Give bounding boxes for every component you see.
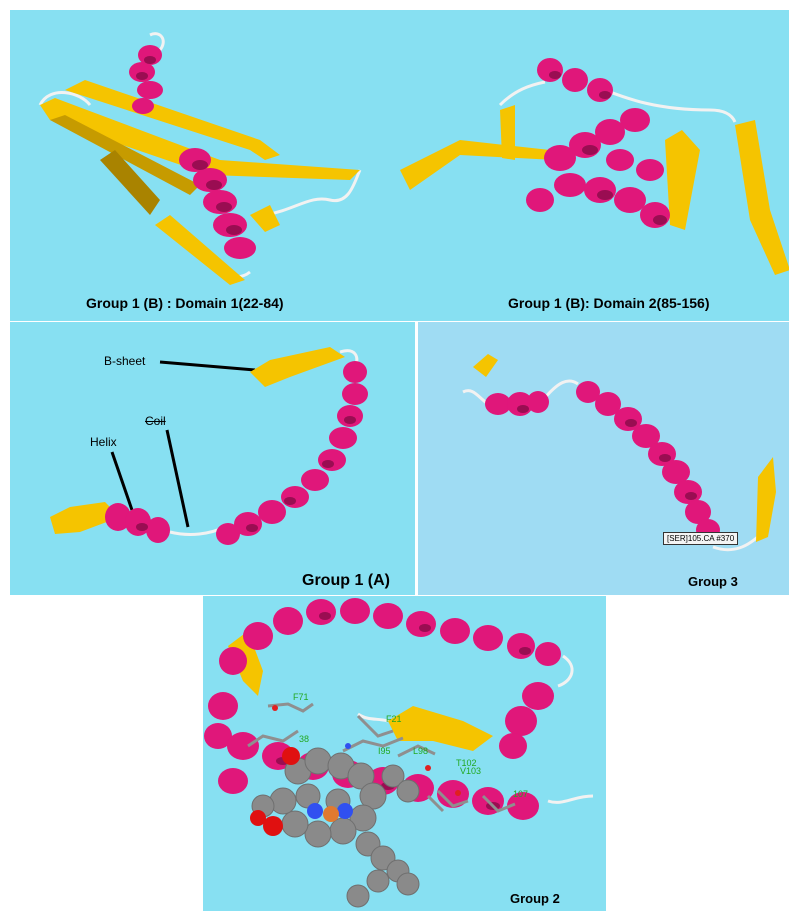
alpha-helix bbox=[485, 381, 720, 541]
group1a-structure-svg bbox=[10, 322, 415, 595]
caption-group3: Group 3 bbox=[688, 574, 738, 589]
beta-strand bbox=[388, 706, 493, 751]
residue-label: 107 bbox=[513, 789, 528, 799]
panel-group2: F71 F21 I95 L98 T102 V103 107 38 Group 2 bbox=[203, 596, 606, 911]
label-helix: Helix bbox=[90, 435, 117, 449]
beta-strand bbox=[735, 120, 789, 275]
residue-label: I95 bbox=[378, 746, 391, 756]
oxygen-atom bbox=[282, 747, 300, 765]
nitrogen-atom bbox=[345, 743, 351, 749]
label-coil: Coil bbox=[145, 414, 166, 428]
beta-strand bbox=[473, 354, 498, 377]
domain-structures-svg bbox=[10, 10, 789, 321]
oxygen-atom bbox=[455, 790, 461, 796]
label-bsheet: B-sheet bbox=[104, 354, 145, 368]
iron-atom bbox=[323, 806, 339, 822]
residue-label: 38 bbox=[299, 734, 309, 744]
panel-group1a: B-sheet Coil Helix Group 1 (A) bbox=[10, 322, 415, 595]
caption-group2: Group 2 bbox=[510, 891, 560, 906]
residue-label: F71 bbox=[293, 692, 309, 702]
nitrogen-atom bbox=[307, 803, 323, 819]
panel-group1b: Group 1 (B) : Domain 1(22-84) Group 1 (B… bbox=[10, 10, 789, 321]
residue-label: L98 bbox=[413, 746, 428, 756]
residue-label: F21 bbox=[386, 714, 402, 724]
coil bbox=[463, 391, 488, 404]
caption-group1a: Group 1 (A) bbox=[302, 572, 390, 590]
coil bbox=[543, 381, 578, 400]
beta-strand bbox=[400, 140, 555, 190]
oxygen-atom bbox=[425, 765, 431, 771]
beta-strand bbox=[756, 457, 776, 542]
coil bbox=[548, 796, 593, 802]
atom-tooltip: [SER]105.CA #370 bbox=[663, 532, 738, 545]
beta-strand bbox=[250, 347, 345, 387]
alpha-helix bbox=[105, 361, 368, 545]
alpha-helix bbox=[526, 58, 670, 228]
caption-domain2: Group 1 (B): Domain 2(85-156) bbox=[508, 295, 709, 311]
beta-strand bbox=[500, 105, 515, 160]
panel-group3: [SER]105.CA #370 Group 3 bbox=[418, 322, 789, 595]
bsheet-pointer-line bbox=[160, 362, 255, 370]
coil-pointer-line bbox=[167, 430, 188, 527]
oxygen-atom bbox=[272, 705, 278, 711]
oxygen-atom bbox=[263, 816, 283, 836]
beta-strand bbox=[665, 130, 700, 230]
coil bbox=[558, 656, 572, 686]
coil bbox=[500, 82, 545, 105]
oxygen-atom bbox=[250, 810, 266, 826]
group2-structure-svg bbox=[203, 596, 606, 911]
residue-label: V103 bbox=[460, 766, 481, 776]
helix-pointer-line bbox=[112, 452, 132, 510]
caption-domain1: Group 1 (B) : Domain 1(22-84) bbox=[86, 295, 284, 311]
nitrogen-atom bbox=[337, 803, 353, 819]
beta-strand bbox=[250, 205, 280, 232]
group3-structure-svg bbox=[418, 322, 789, 595]
